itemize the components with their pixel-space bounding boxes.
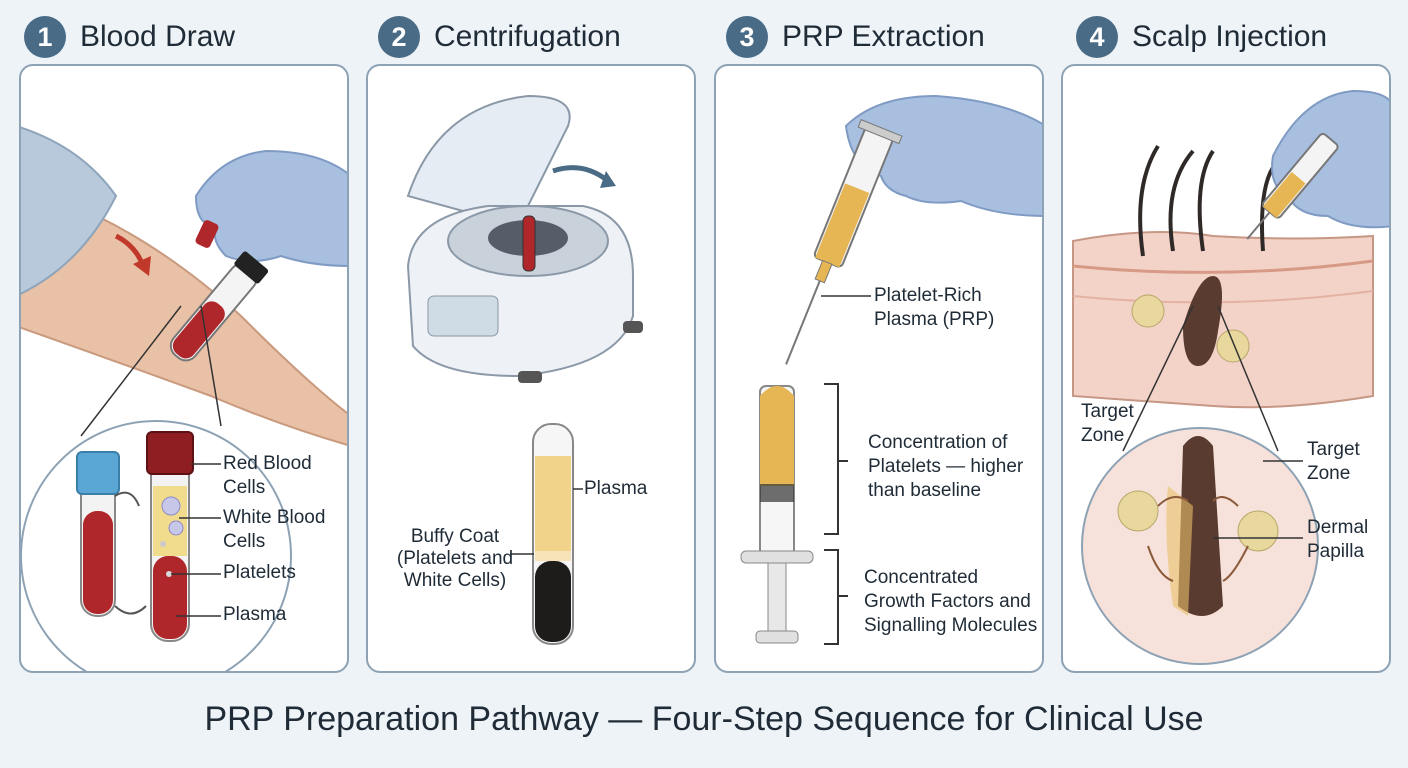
label-plasma-centrifuge: Plasma (584, 478, 648, 499)
injection-syringe (1246, 132, 1339, 240)
step-4-title: Scalp Injection (1132, 20, 1328, 53)
tube-right-plasma (153, 486, 187, 556)
white-cell-1 (161, 496, 181, 516)
centrifuge-tube (522, 215, 536, 272)
blood-draw-panel: Red Blood Cells White Blood Cells Platel… (19, 64, 349, 673)
gland-right (1216, 329, 1250, 363)
arrow-head (133, 256, 151, 276)
gland-left (1131, 294, 1165, 328)
bracket-growth (824, 549, 839, 645)
label-target-zone-right: Target Zone (1307, 439, 1360, 484)
step-1-badge: 1 (24, 16, 66, 58)
vacutainer-tube (169, 251, 269, 362)
plasma-layer (535, 456, 571, 551)
needle-cap (195, 220, 219, 248)
inset-gland-right (1237, 510, 1279, 552)
tube-left-blood (83, 511, 113, 614)
sleeve-shape (21, 126, 118, 295)
rotation-arrow (552, 165, 610, 183)
scalp-injection-illustration (1072, 89, 1389, 665)
blood-draw-illustration (21, 126, 347, 671)
step-2-badge: 2 (378, 16, 420, 58)
inset-gland-left (1117, 490, 1159, 532)
step-1-title: Blood Draw (80, 20, 236, 53)
step-2-header: 2 Centrifugation (378, 14, 621, 60)
glove-shape (194, 149, 347, 267)
arm-shape (21, 186, 347, 446)
bracket-concentration (824, 383, 839, 535)
callout-line-left (80, 305, 182, 437)
step-3-header: 3 PRP Extraction (726, 14, 985, 60)
platelet-dot-2 (166, 571, 172, 577)
tube-left-cap (76, 451, 120, 495)
label-plasma: Plasma (223, 604, 287, 625)
syringe-flange (740, 550, 814, 564)
rbc-layer (535, 561, 571, 642)
label-platelets: Platelets (223, 562, 296, 583)
upper-syringe (785, 119, 903, 365)
label-concentration: Concentration of Platelets — higher than… (868, 432, 1024, 501)
footer-title: PRP Preparation Pathway — Four-Step Sequ… (204, 700, 1204, 738)
follicle (1183, 276, 1222, 366)
label-red-blood-cells: Red Blood Cells (223, 453, 312, 498)
label-white-blood-cells: White Blood Cells (223, 507, 326, 552)
centrifuge-illustration (406, 94, 643, 645)
label-prp: Platelet-Rich Plasma (PRP) (874, 285, 995, 330)
step-1-header: 1 Blood Draw (24, 14, 235, 60)
scalp-injection-panel: Target Zone Target Zone Dermal Papilla (1061, 64, 1391, 673)
white-cell-2 (168, 520, 184, 536)
platelet-dot (160, 541, 166, 547)
prp-extraction-illustration (740, 94, 1042, 645)
step-3-badge: 3 (726, 16, 768, 58)
callout-line-right (200, 305, 222, 427)
centrifugation-panel: Plasma Buffy Coat (Platelets and White C… (366, 64, 696, 673)
tube-right-rbc (153, 556, 187, 639)
label-dermal-papilla: Dermal Papilla (1307, 517, 1369, 562)
step-3-title: PRP Extraction (782, 20, 985, 53)
prp-fill (760, 386, 794, 486)
prp-extraction-panel: Platelet-Rich Plasma (PRP) Concentration… (714, 64, 1044, 673)
glove-prp (844, 94, 1042, 217)
plunger-cap (755, 630, 799, 644)
step-4-badge: 4 (1076, 16, 1118, 58)
step-4-header: 4 Scalp Injection (1076, 14, 1327, 60)
label-target-zone-left: Target Zone (1081, 401, 1134, 446)
label-buffy-coat: Buffy Coat (Platelets and White Cells) (396, 526, 514, 591)
label-growth-factors: Concentrated Growth Factors and Signalli… (864, 567, 1038, 636)
step-2-title: Centrifugation (434, 20, 621, 53)
centrifuge-lid (406, 94, 571, 228)
tube-right-cap (146, 431, 194, 475)
buffy-coat-layer (535, 551, 571, 561)
display-panel (427, 295, 499, 337)
